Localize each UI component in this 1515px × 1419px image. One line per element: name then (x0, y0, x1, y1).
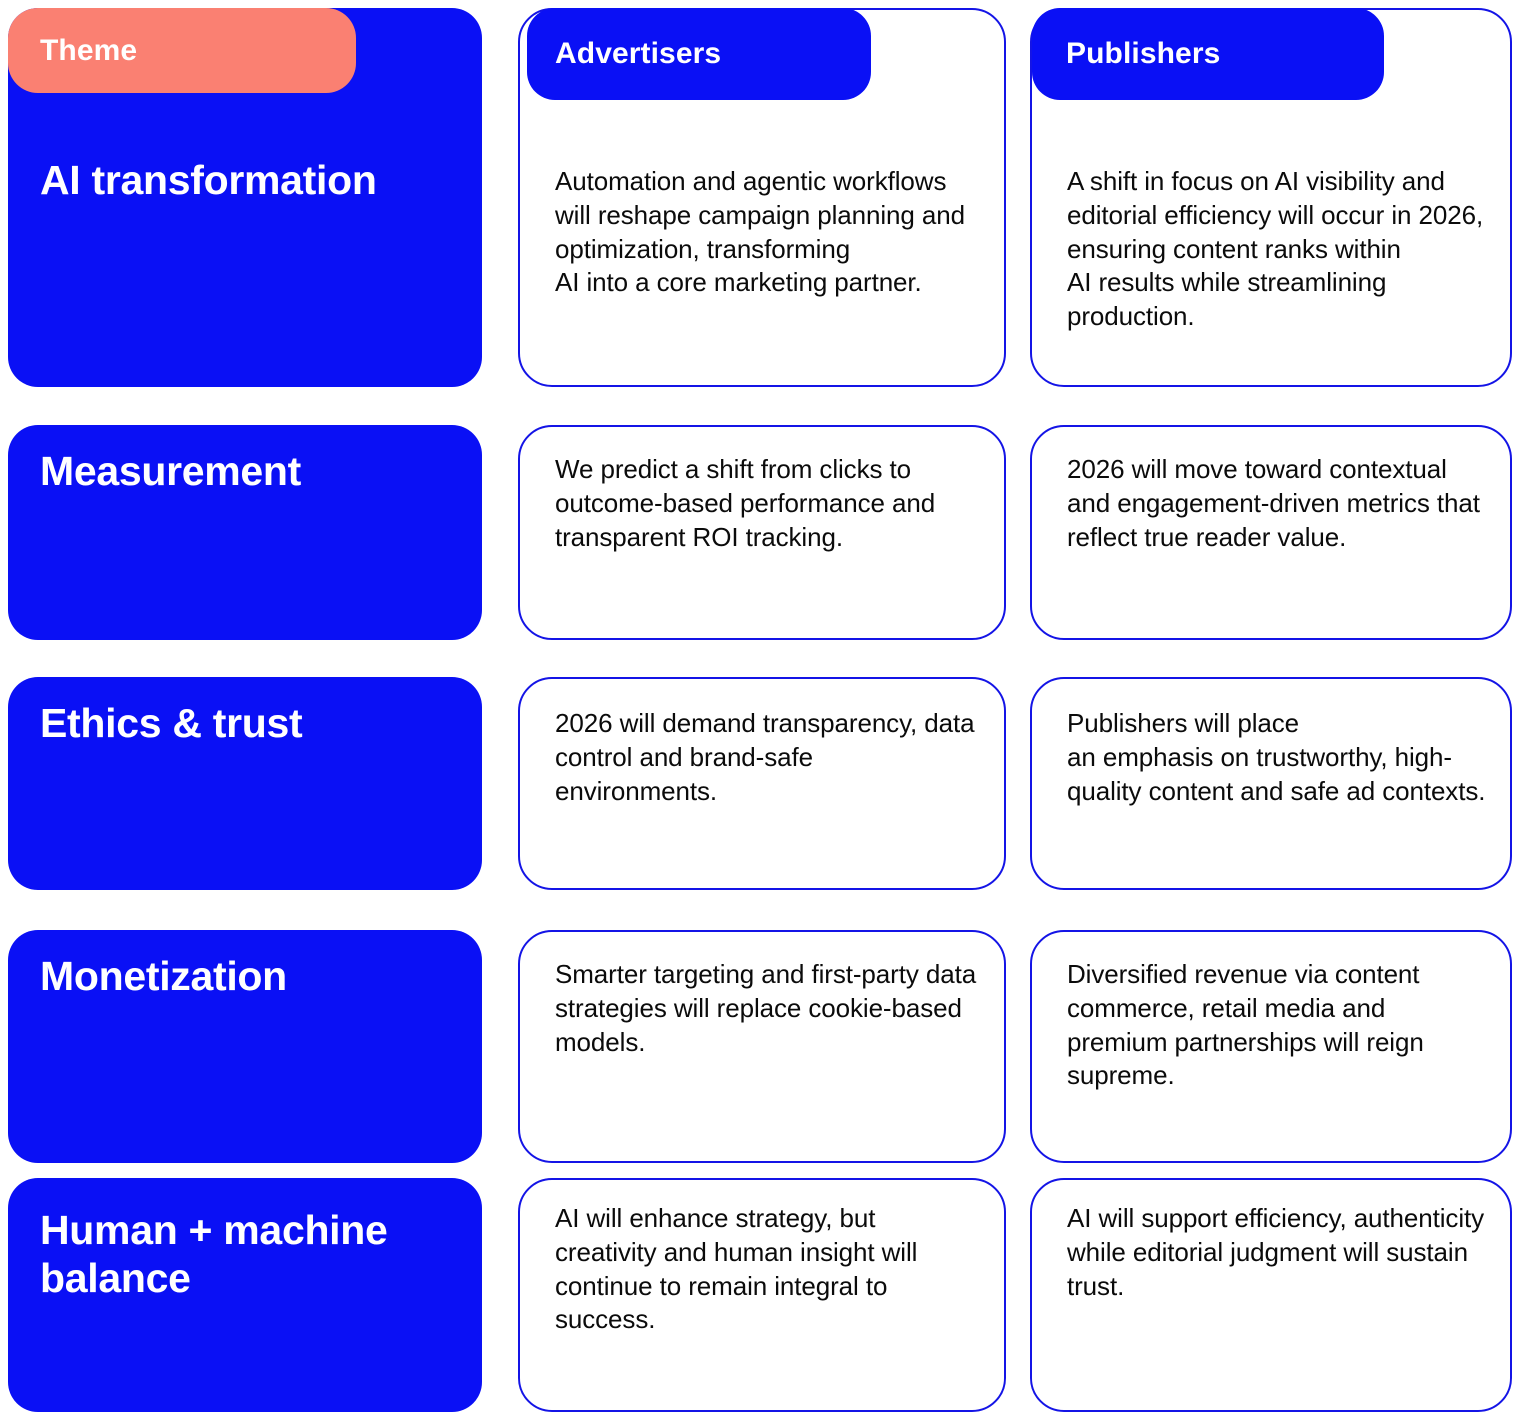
advertisers-text: Automation and agentic workflows will re… (555, 166, 965, 298)
theme-card-row-3[interactable]: Ethics & trust (8, 677, 482, 890)
theme-card-row-4[interactable]: Monetization (8, 930, 482, 1163)
advertisers-text: AI will enhance strategy, but creativity… (555, 1203, 918, 1335)
matrix-row: Measurement We predict a shift from clic… (0, 425, 1515, 640)
advertisers-card-row-2[interactable]: We predict a shift from clicks to outcom… (518, 425, 1006, 640)
publishers-card-row-3[interactable]: Publishers will place an emphasis on tru… (1030, 677, 1512, 890)
theme-card-row-2[interactable]: Measurement (8, 425, 482, 640)
publishers-card-row-5[interactable]: AI will support efficiency, authenticity… (1030, 1178, 1512, 1412)
column-header-publishers[interactable]: Publishers (1032, 8, 1384, 100)
column-header-publishers-label: Publishers (1066, 37, 1221, 70)
publishers-text: 2026 will move toward contextual and eng… (1067, 454, 1480, 552)
publishers-text: A shift in focus on AI visibility and ed… (1067, 166, 1484, 332)
theme-label: Monetization (40, 953, 287, 999)
column-header-advertisers[interactable]: Advertisers (527, 8, 871, 100)
publishers-text: AI will support efficiency, authenticity… (1067, 1203, 1485, 1301)
publishers-card-row-4[interactable]: Diversified revenue via content commerce… (1030, 930, 1512, 1163)
advertisers-card-row-3[interactable]: 2026 will demand transparency, data cont… (518, 677, 1006, 890)
publishers-text: Publishers will place an emphasis on tru… (1067, 708, 1486, 806)
theme-label: AI transformation (40, 157, 377, 203)
advertisers-text: We predict a shift from clicks to outcom… (555, 454, 936, 552)
publishers-text: Diversified revenue via content commerce… (1067, 959, 1424, 1091)
theme-label: Human + machine balance (40, 1207, 388, 1302)
advertisers-card-row-5[interactable]: AI will enhance strategy, but creativity… (518, 1178, 1006, 1412)
column-header-theme-label: Theme (40, 33, 138, 67)
publishers-card-row-2[interactable]: 2026 will move toward contextual and eng… (1030, 425, 1512, 640)
theme-card-row-5[interactable]: Human + machine balance (8, 1178, 482, 1412)
theme-label: Ethics & trust (40, 700, 303, 746)
matrix-row: Human + machine balance AI will enhance … (0, 1178, 1515, 1412)
matrix-row: Ethics & trust 2026 will demand transpar… (0, 677, 1515, 890)
column-header-advertisers-label: Advertisers (555, 37, 722, 70)
advertisers-text: 2026 will demand transparency, data cont… (555, 708, 975, 806)
column-header-theme[interactable]: Theme (8, 8, 356, 93)
advertisers-text: Smarter targeting and first-party data s… (555, 959, 977, 1057)
advertisers-card-row-4[interactable]: Smarter targeting and first-party data s… (518, 930, 1006, 1163)
theme-label: Measurement (40, 448, 302, 494)
matrix-row: Monetization Smarter targeting and first… (0, 930, 1515, 1163)
